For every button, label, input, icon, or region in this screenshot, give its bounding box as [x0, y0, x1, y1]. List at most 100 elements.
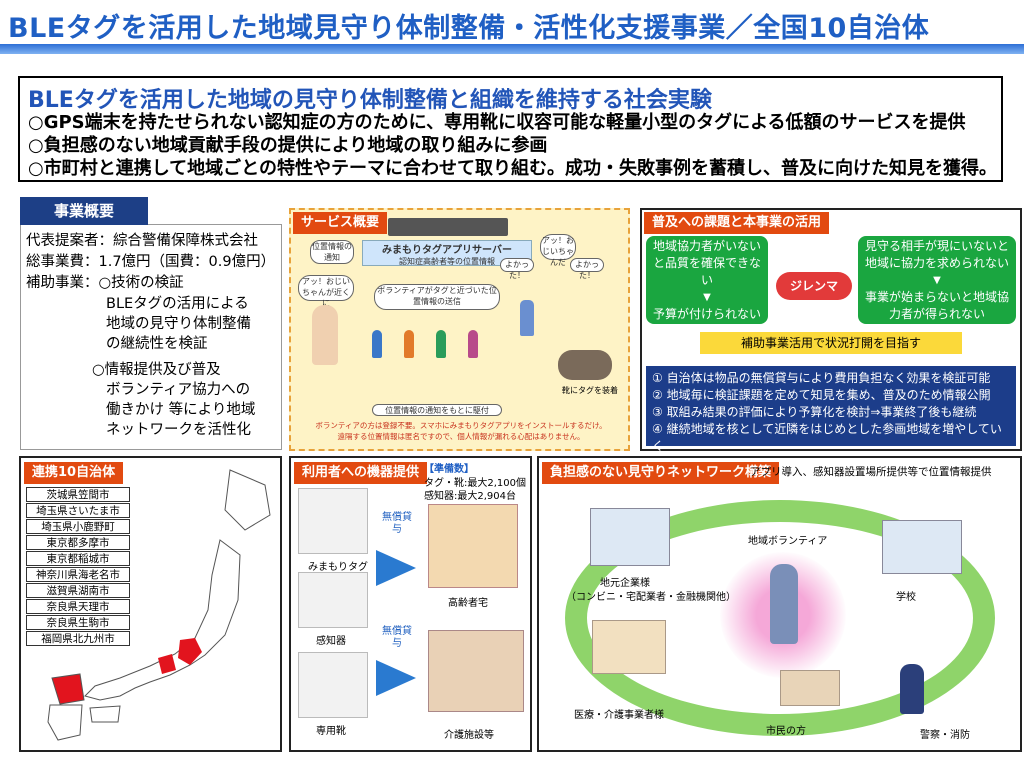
overview-line-4: BLEタグの活用による	[106, 296, 249, 312]
cities-tag: 連携10自治体	[24, 462, 124, 484]
city-item: 埼玉県さいたま市	[26, 503, 130, 518]
volunteer-person-icon	[404, 330, 414, 358]
home-label: 高齢者宅	[448, 598, 488, 609]
prep-tag-count: タグ・靴:最大2,100個	[424, 478, 526, 489]
family-alert-bubble: アッ！おじいちゃんが近くに	[298, 275, 354, 308]
overview-line-6: の継続性を検証	[106, 336, 208, 352]
overview-budget: 総事業費：1.7億円（国費：0.9億円）	[26, 254, 276, 270]
issue-right-top: 見守る相手が現にいないと地域に協力を求められない	[864, 239, 1009, 270]
school-label: 学校	[896, 592, 916, 603]
sensor-label: 感知器	[316, 636, 346, 647]
devices-tag: 利用者への機器提供	[294, 462, 428, 484]
shoe-note: 靴にタグを装着	[562, 386, 618, 395]
good-bubble-2: よかった！	[500, 258, 534, 280]
issues-tag: 普及への課題と本事業の活用	[644, 212, 830, 234]
issue-action-2: ② 地域毎に検証課題を定めて知見を集め、普及のため情報公開	[652, 388, 991, 402]
network-tag: 負担感のない見守りネットワーク構築	[542, 462, 780, 484]
summary-box	[18, 76, 1003, 182]
company-building-icon	[590, 508, 670, 566]
facility-label: 介護施設等	[444, 730, 494, 741]
issue-actions-box: ① 自治体は物品の無償貸与により費用負担なく効果を検証可能 ② 地域毎に検証課題…	[646, 366, 1016, 453]
citizens-label: 市民の方	[766, 726, 806, 737]
summary-line-2: ○負担感のない地域貢献手段の提供により地域の取り組みに参画	[28, 135, 548, 156]
city-item: 滋賀県湖南市	[26, 583, 130, 598]
network-subtitle: アプリ導入、感知器設置場所提供等で位置情報提供	[750, 466, 992, 478]
dilemma-badge: ジレンマ	[776, 272, 852, 300]
service-footer-line-2: 遠隔する位置情報は匿名ですので、個人情報が漏れる心配はありません。	[337, 432, 585, 441]
free-lend-label-1: 無償貸与	[382, 512, 412, 535]
city-item: 東京都稲城市	[26, 551, 130, 566]
issue-action-1: ① 自治体は物品の無償貸与により費用負担なく効果を検証可能	[652, 371, 991, 385]
overview-subsidy: 補助事業：○技術の検証	[26, 275, 184, 291]
volunteer-note-bubble: ボランティアがタグと近づいた位置情報の送信	[374, 284, 500, 310]
prep-title: 【準備数】	[424, 464, 474, 475]
medical-label: 医療・介護事業者様	[574, 710, 664, 721]
server-rack-icon	[388, 218, 508, 236]
shoe-icon	[558, 350, 612, 380]
police-label: 警察・消防	[920, 730, 970, 741]
volunteer-label: 地域ボランティア	[748, 536, 828, 547]
care-facility-icon	[428, 630, 524, 712]
issue-action-4: ④ 継続地域を核として近隣をはじめとした参画地域を増やしていく	[652, 422, 1002, 453]
volunteer-person-icon	[372, 330, 382, 358]
hospital-icon	[592, 620, 666, 674]
city-item: 神奈川県海老名市	[26, 567, 130, 582]
overview-line-7: ○情報提供及び普及	[92, 362, 221, 378]
issue-left-bottom: 予算が付けられない⇒事業が始められない	[652, 307, 761, 355]
city-item: 奈良県生駒市	[26, 615, 130, 630]
japan-map-icon	[47, 469, 271, 741]
overview-line-5: 地域の見守り体制整備	[106, 316, 251, 332]
issue-left-top: 地域協力者がいないと品質を確保できない	[652, 239, 761, 287]
city-item: 福岡県北九州市	[26, 631, 130, 646]
overview-proposer: 代表提案者：綜合警備保障株式会社	[26, 233, 258, 249]
overview-tab: 事業概要	[20, 197, 148, 225]
shoe-label: 専用靴	[316, 726, 346, 737]
overview-line-10: ネットワークを活性化	[106, 422, 251, 438]
right-alert-bubble: アッ！おじいちゃんだ	[540, 234, 576, 267]
page-title: BLEタグを活用した地域見守り体制整備・活性化支援事業／全国10自治体	[8, 13, 930, 44]
summary-line-1: ○GPS端末を持たせられない認知症の方のために、専用靴に収容可能な軽量小型のタグ…	[28, 112, 966, 133]
overview-line-9: 働きかけ 等により地域	[106, 402, 256, 418]
volunteer-person-icon	[468, 330, 478, 358]
family-notify-bubble: 位置情報の通知	[310, 240, 354, 264]
family-person-icon	[312, 305, 338, 365]
issue-action-3: ③ 取組み結果の評価により予算化を検討⇒事業終了後も継続	[652, 405, 977, 419]
overview-line-8: ボランティア協力への	[106, 382, 251, 398]
summary-line-3: ○市町村と連携して地域ごとの特性やテーマに合わせて取り組む。成功・失敗事例を蓄積…	[28, 158, 997, 179]
issue-left-box: 地域協力者がいないと品質を確保できない ▼ 予算が付けられない⇒事業が始められな…	[646, 236, 768, 355]
issue-right-box: 見守る相手が現にいないと地域に協力を求められない ▼ 事業が始まらないと地域協力…	[858, 236, 1016, 324]
house-icon	[780, 670, 840, 706]
service-footer-line-1: ボランティアの方は登録不要。スマホにみまもりタグアプリをインストールするだけ。	[315, 421, 607, 430]
city-item: 奈良県天理市	[26, 599, 130, 614]
company-label: 地元企業様	[600, 578, 650, 589]
server-label: みまもりタグアプリサーバー	[382, 245, 512, 256]
service-tag: サービス概要	[293, 212, 388, 234]
house-icon	[428, 504, 518, 588]
prep-sensor-count: 感知器:最大2,904台	[424, 491, 516, 502]
free-lend-label-2: 無償貸与	[382, 626, 412, 649]
issue-right-bottom: 事業が始まらないと地域協力者が得られない	[864, 290, 1009, 321]
elderly-person-icon	[520, 300, 534, 336]
issue-aim-banner: 補助事業活用で状況打開を目指す	[700, 332, 962, 354]
arrow-right-icon	[376, 550, 416, 586]
city-item: 東京都多摩市	[26, 535, 130, 550]
volunteer-person-icon	[436, 330, 446, 358]
city-item: 埼玉県小鹿野町	[26, 519, 130, 534]
company-sub-label: （コンビニ・宅配業者・金融機関他）	[566, 592, 736, 603]
server-box: みまもりタグアプリサーバー 認知症高齢者等の位置情報	[362, 240, 532, 266]
elderly-center-icon	[770, 564, 798, 644]
arrow-right-icon	[376, 660, 416, 696]
mimamori-tag-image	[298, 488, 368, 554]
police-icon	[900, 664, 924, 714]
bottom-note-bubble: 位置情報の通知をもとに駆付	[372, 404, 502, 416]
city-item: 茨城県笠間市	[26, 487, 130, 502]
down-arrow-icon: ▼	[703, 292, 711, 303]
tag-label: みまもりタグ	[308, 562, 368, 573]
school-icon	[882, 520, 962, 574]
server-sub-label: 認知症高齢者等の位置情報	[399, 257, 495, 266]
overview-box	[20, 224, 282, 450]
shoe-image	[298, 652, 368, 718]
summary-heading: BLEタグを活用した地域の見守り体制整備と組織を維持する社会実験	[28, 88, 712, 113]
title-underline-bar	[0, 44, 1024, 54]
down-arrow-icon: ▼	[933, 275, 941, 286]
